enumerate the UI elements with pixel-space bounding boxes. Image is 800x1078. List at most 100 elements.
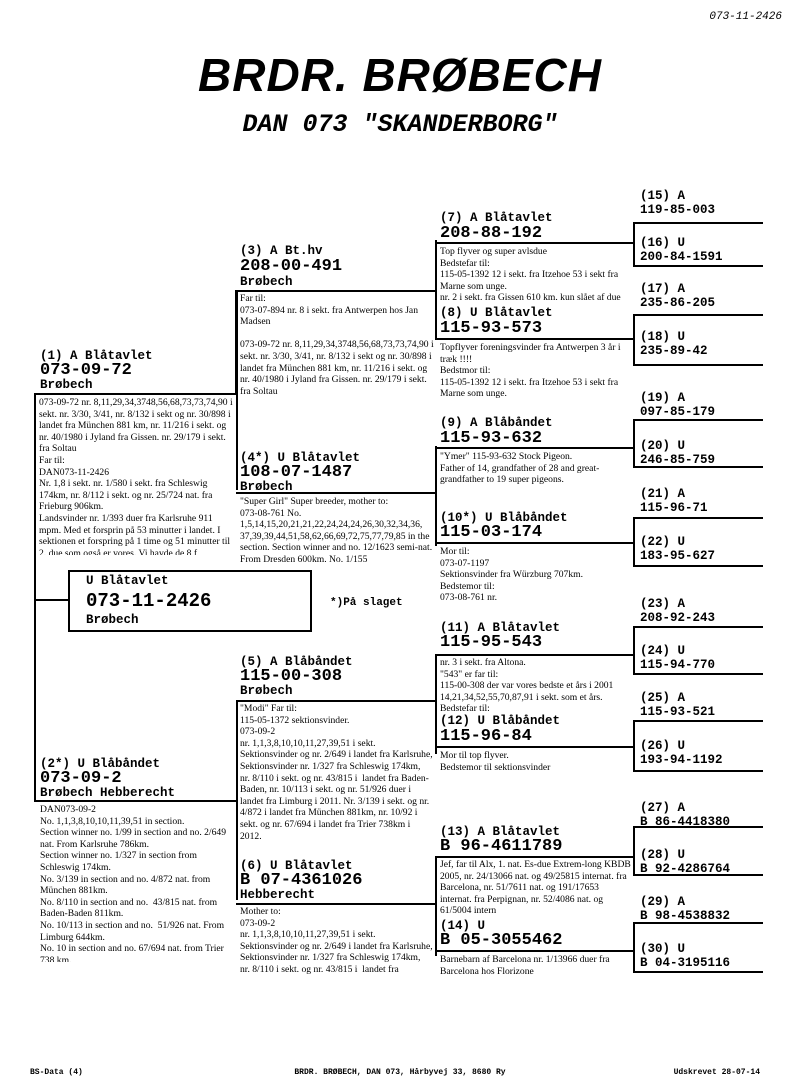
pigeon-2-label: (2*) U Blåbåndet — [40, 757, 161, 771]
pigeon-20-ring-number: 246-85-759 — [640, 453, 716, 467]
connector-line — [236, 290, 436, 292]
pigeon-3-label: (3) A Bt.hv — [240, 244, 323, 258]
pigeon-4-label: (4*) U Blåtavlet — [240, 451, 361, 465]
connector-line — [633, 922, 763, 924]
pigeon-5-owner: Brøbech — [240, 684, 293, 698]
pigeon-16-ring-number: 200-84-1591 — [640, 250, 723, 264]
subject-label: U Blåtavlet — [86, 574, 169, 588]
pigeon-26-label: (26) U — [640, 739, 686, 753]
pigeon-17-ring-number: 235-86-205 — [640, 296, 716, 310]
pigeon-29-label: (29) A — [640, 895, 686, 909]
connector-line — [633, 517, 763, 519]
connector-line — [435, 654, 437, 754]
pigeon-14-ring-number: B 05-3055462 — [440, 931, 563, 950]
pigeon-13-label: (13) A Blåtavlet — [440, 825, 561, 839]
connector-line — [633, 222, 763, 224]
pigeon-10-ring-number: 115-03-174 — [440, 523, 543, 542]
connector-line — [236, 903, 436, 905]
footer-left: BS-Data (4) — [30, 1068, 83, 1077]
connector-line — [633, 364, 763, 366]
pigeon-27-label: (27) A — [640, 801, 686, 815]
subject-note: *)På slaget — [330, 597, 403, 609]
pigeon-25-ring-number: 115-93-521 — [640, 705, 716, 719]
connector-line — [633, 720, 635, 770]
connector-line — [236, 700, 436, 702]
pigeon-2-ring-number: 073-09-2 — [40, 769, 122, 788]
connector-line — [633, 971, 763, 973]
connector-line — [633, 314, 763, 316]
connector-line — [435, 446, 437, 494]
pigeon-6-label: (6) U Blåtavlet — [240, 859, 353, 873]
pigeon-19-label: (19) A — [640, 391, 686, 405]
pigeon-18-label: (18) U — [640, 330, 686, 344]
connector-line — [633, 626, 635, 675]
pigeon-3-description: Far til: 073-07-894 nr. 8 i sekt. fra An… — [240, 293, 434, 397]
pigeon-12-description: Mor til top flyver. Bedstemor til sektio… — [440, 750, 551, 773]
connector-line — [633, 419, 635, 466]
connector-line — [34, 395, 36, 800]
pigeon-7-ring-number: 208-88-192 — [440, 224, 543, 243]
pigeon-6-owner: Hebberecht — [240, 888, 316, 902]
pigeon-14-description: Barnebarn af Barcelona nr. 1/13966 duer … — [440, 954, 613, 977]
pigeon-8-ring-number: 115-93-573 — [440, 319, 543, 338]
pigeon-21-ring-number: 115-96-71 — [640, 501, 708, 515]
connector-line — [435, 240, 437, 340]
connector-line — [633, 720, 763, 722]
connector-line — [236, 492, 436, 494]
pigeon-26-ring-number: 193-94-1192 — [640, 753, 723, 767]
pigeon-30-label: (30) U — [640, 942, 686, 956]
pigeon-25-label: (25) A — [640, 691, 686, 705]
connector-line — [633, 826, 763, 828]
pigeon-22-label: (22) U — [640, 535, 686, 549]
connector-line — [633, 922, 635, 972]
pigeon-10-description: Mor til: 073-07-1197 Sektionsvinder fra … — [440, 546, 583, 604]
pigeon-17-label: (17) A — [640, 282, 686, 296]
connector-line — [633, 314, 635, 366]
connector-line — [633, 874, 763, 876]
connector-line — [633, 673, 763, 675]
pigeon-9-description: "Ymer" 115-93-632 Stock Pigeon. Father o… — [440, 451, 600, 486]
connector-line — [633, 517, 635, 565]
connector-line — [633, 419, 763, 421]
connector-line — [435, 542, 634, 544]
pigeon-9-label: (9) A Blåbåndet — [440, 416, 553, 430]
pigeon-24-ring-number: 115-94-770 — [640, 658, 716, 672]
connector-line — [633, 466, 763, 468]
pigeon-12-label: (12) U Blåbåndet — [440, 714, 561, 728]
pigeon-30-ring-number: B 04-3195116 — [640, 956, 731, 970]
pigeon-28-label: (28) U — [640, 848, 686, 862]
pigeon-29-ring-number: B 98-4538832 — [640, 909, 731, 923]
connector-line — [435, 654, 634, 656]
pigeon-14-label: (14) U — [440, 919, 486, 933]
pigeon-1-description: 073-09-72 nr. 8,11,29,34,3748,56,68,73,7… — [39, 397, 233, 555]
pigeon-7-description: Top flyver og super avlsdue Bedstefar ti… — [440, 246, 621, 304]
pigeon-5-description: "Modi" Far til: 115-05-1372 sektionsvind… — [240, 703, 433, 841]
pigeon-5-ring-number: 115-00-308 — [240, 667, 343, 686]
pigeon-24-label: (24) U — [640, 644, 686, 658]
subject-owner: Brøbech — [86, 613, 139, 627]
pigeon-6-ring-number: B 07-4361026 — [240, 871, 363, 890]
pigeon-8-description: Topflyver foreningsvinder fra Antwerpen … — [440, 342, 621, 400]
connector-line — [435, 856, 634, 858]
connector-line — [633, 565, 763, 567]
pigeon-4-ring-number: 108-07-1487 — [240, 463, 353, 482]
connector-line — [435, 856, 437, 956]
pigeon-2-description: DAN073-09-2 No. 1,1,3,8,10,10,11,39,51 i… — [40, 804, 226, 962]
pigeon-1-label: (1) A Blåtavlet — [40, 349, 153, 363]
pigeon-7-label: (7) A Blåtavlet — [440, 211, 553, 225]
pigeon-13-description: Jef, far til Alx, 1. nat. Es-due Extrem-… — [440, 859, 631, 917]
pigeon-16-label: (16) U — [640, 236, 686, 250]
connector-line — [236, 290, 238, 490]
pigeon-10-label: (10*) U Blåbåndet — [440, 511, 568, 525]
connector-line — [34, 800, 236, 802]
